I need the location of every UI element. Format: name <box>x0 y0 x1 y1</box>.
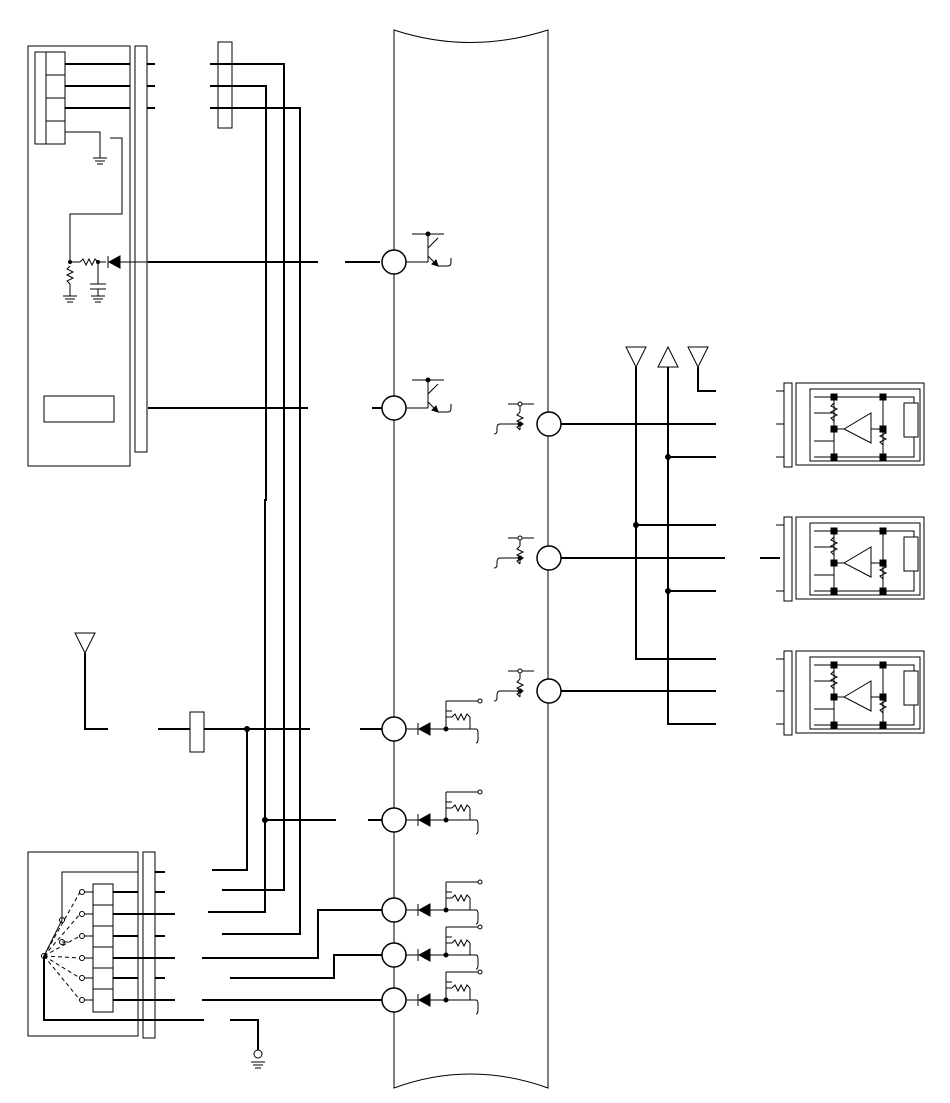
lower-left-module <box>27 851 139 1037</box>
antenna-left-icon <box>74 632 96 655</box>
lower-left-connector-frame <box>142 851 156 1039</box>
antenna-right-2-icon <box>657 345 679 368</box>
ground-terminal <box>253 1049 263 1059</box>
module-sub-box <box>43 395 115 423</box>
amplifier-unit-1 <box>783 382 924 468</box>
antenna-right-1-icon <box>625 346 647 369</box>
antenna-right-3-icon <box>687 346 709 369</box>
coupling-capacitor <box>189 711 205 753</box>
upper-left-connector-frame <box>134 45 148 453</box>
mode-switch-block <box>92 883 114 1013</box>
amplifier-unit-3 <box>783 650 924 736</box>
amplifier-unit-2 <box>783 516 924 602</box>
ecu-body-outline <box>393 29 549 1089</box>
